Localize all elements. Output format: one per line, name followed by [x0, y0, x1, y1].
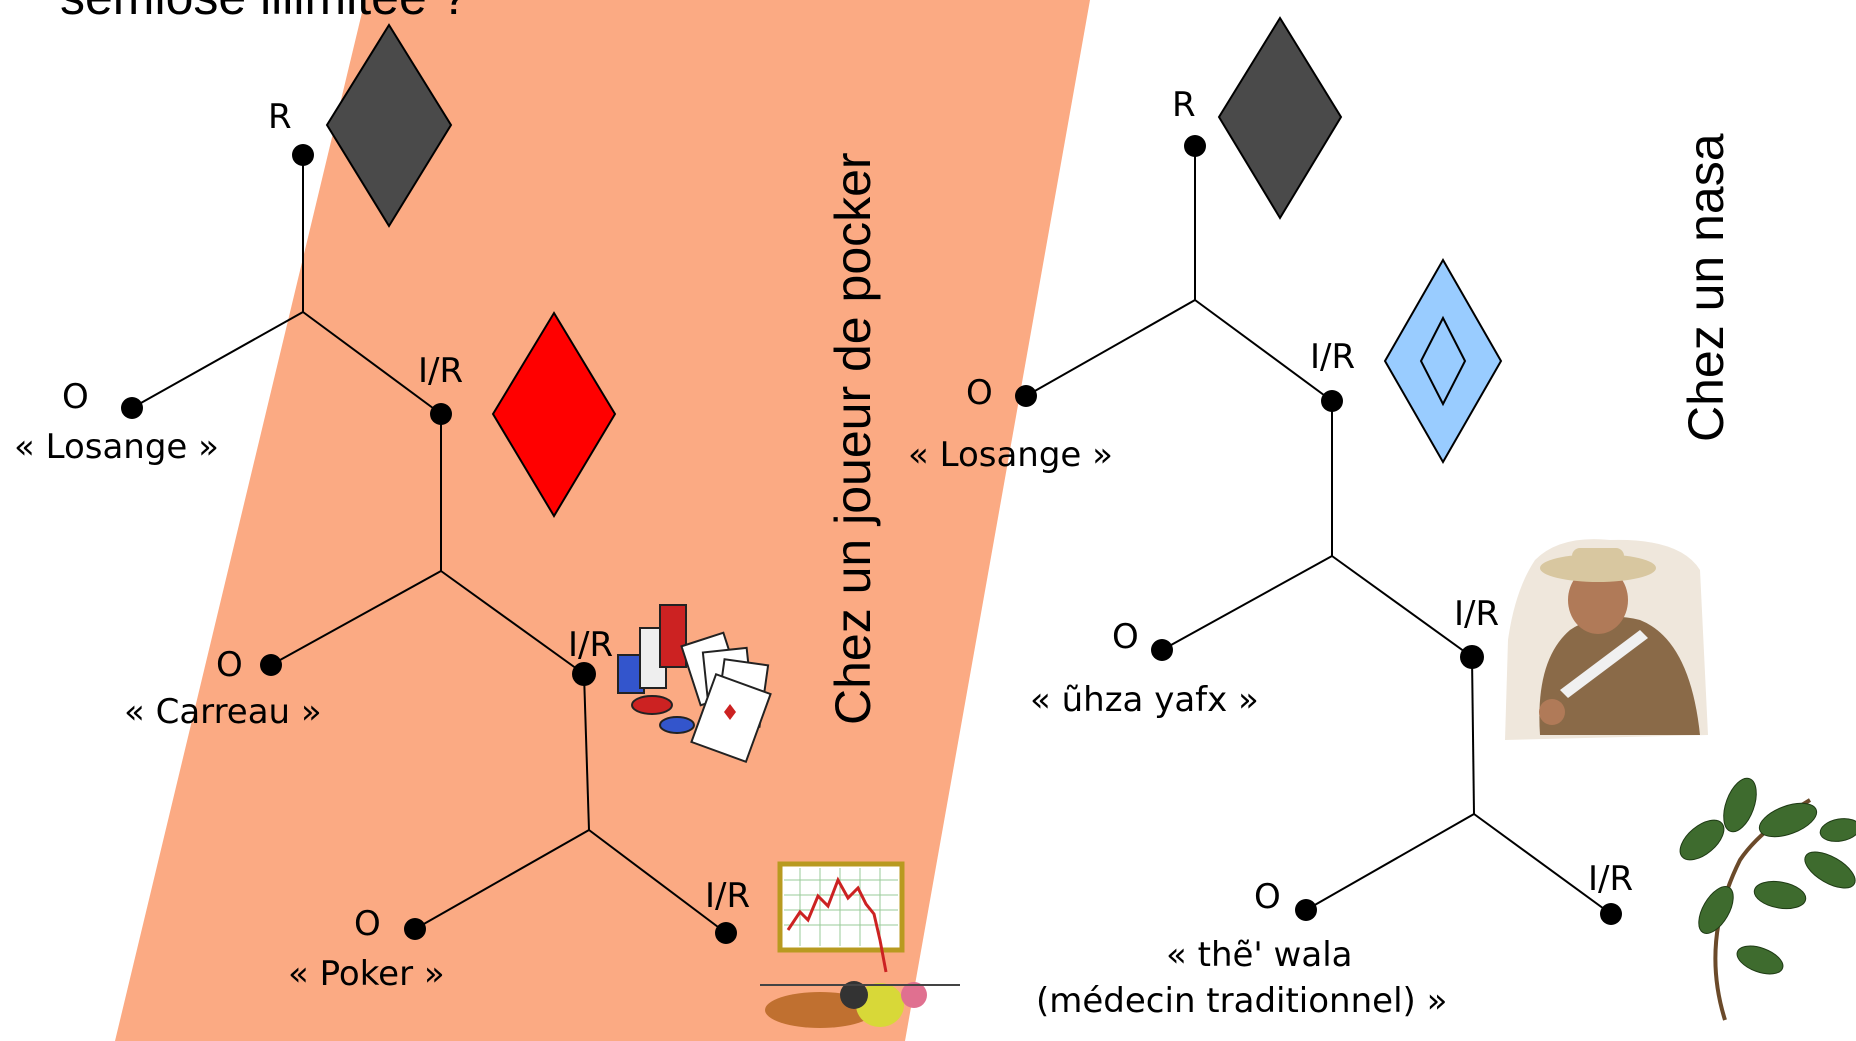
node	[572, 662, 596, 686]
right-semiosis-diagram	[1025, 146, 1612, 915]
node	[1151, 639, 1173, 661]
node	[430, 403, 452, 425]
left-ir1-label: I/R	[418, 351, 463, 391]
plant-branch-icon	[1679, 777, 1856, 1021]
right-o1-label: O	[966, 373, 993, 413]
dark-diamond-icon	[1217, 16, 1343, 220]
left-o3-caption: « Poker »	[288, 954, 445, 994]
node	[292, 144, 314, 166]
left-o2-label: O	[216, 645, 243, 685]
node	[1015, 385, 1037, 407]
right-o1-caption: « Losange »	[908, 435, 1113, 475]
poker-chips-cards-icon	[617, 604, 772, 764]
left-vertical-title: Chez un joueur de pocker	[825, 152, 881, 725]
right-nodes	[1015, 135, 1622, 925]
right-ir2-label: I/R	[1454, 594, 1499, 634]
node	[1184, 135, 1206, 157]
left-semiosis-diagram	[131, 155, 727, 934]
right-ir1-label: I/R	[1310, 337, 1355, 377]
right-r-label: R	[1172, 85, 1196, 125]
left-o3-label: O	[354, 904, 381, 944]
right-vertical-title: Chez un nasa	[1678, 133, 1734, 442]
stock-crash-icon	[760, 861, 960, 1028]
left-nodes	[121, 144, 737, 944]
left-o1-caption: « Losange »	[14, 427, 219, 467]
dark-diamond-icon	[325, 23, 453, 228]
right-o2-label: O	[1112, 617, 1139, 657]
node	[260, 654, 282, 676]
highlight-band	[115, 0, 1090, 1041]
left-o1-label: O	[62, 377, 89, 417]
right-o3-caption-line1: « thẽ' wala	[1166, 935, 1353, 975]
left-r-label: R	[268, 97, 292, 137]
node	[121, 397, 143, 419]
node	[1600, 903, 1622, 925]
node	[1460, 645, 1484, 669]
right-o3-caption-line2: (médecin traditionnel) »	[1036, 981, 1447, 1021]
page-title-fragment: sémiose illimitée ?	[60, 0, 468, 25]
node	[715, 922, 737, 944]
left-ir3-label: I/R	[705, 876, 750, 916]
node	[1321, 390, 1343, 412]
red-diamond-icon	[491, 311, 617, 518]
right-ir3-label: I/R	[1588, 859, 1633, 899]
blue-diamond-icon	[1383, 257, 1503, 465]
left-ir2-label: I/R	[568, 625, 613, 665]
node	[404, 918, 426, 940]
node	[1295, 899, 1317, 921]
right-o3-label: O	[1254, 877, 1281, 917]
left-o2-caption: « Carreau »	[124, 692, 322, 732]
right-o2-caption: « ũhza yafx »	[1030, 680, 1259, 720]
nasa-man-photo	[1505, 539, 1708, 740]
